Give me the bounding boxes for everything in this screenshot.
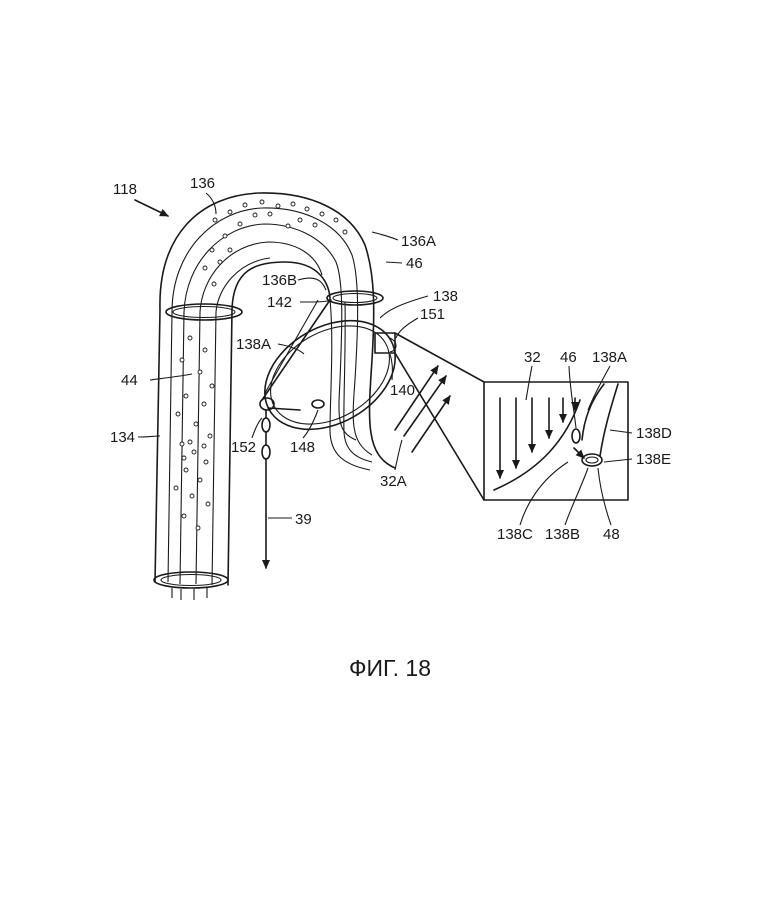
inset-label-46: 46 xyxy=(560,349,577,366)
label-138: 138 xyxy=(433,288,458,305)
discharge-39 xyxy=(262,410,270,568)
label-136: 136 xyxy=(190,175,215,192)
label-136B: 136B xyxy=(262,272,297,289)
inset-label-48: 48 xyxy=(603,526,620,543)
inset-label-138C: 138C xyxy=(497,526,533,543)
label-39: 39 xyxy=(295,511,312,528)
tube-body xyxy=(155,193,395,585)
label-152: 152 xyxy=(231,439,256,456)
particles-44 xyxy=(174,200,347,530)
label-136A: 136A xyxy=(401,233,436,250)
inset-label-138B: 138B xyxy=(545,526,580,543)
inset-label-32: 32 xyxy=(524,349,541,366)
flow-arrows-32A xyxy=(395,366,450,452)
label-151: 151 xyxy=(420,306,445,323)
label-148: 148 xyxy=(290,439,315,456)
label-46: 46 xyxy=(406,255,423,272)
label-142: 142 xyxy=(267,294,292,311)
inset-detail xyxy=(484,382,628,500)
inset-label-138A: 138A xyxy=(592,349,627,366)
figure-caption: ФИГ. 18 xyxy=(349,655,431,681)
label-134: 134 xyxy=(110,429,135,446)
inset-label-138D: 138D xyxy=(636,425,672,442)
label-44: 44 xyxy=(121,372,138,389)
label-140: 140 xyxy=(390,382,415,399)
label-32A: 32A xyxy=(380,473,407,490)
label-118: 118 xyxy=(113,181,137,198)
label-138A: 138A xyxy=(236,336,271,353)
inset-label-138E: 138E xyxy=(636,451,671,468)
